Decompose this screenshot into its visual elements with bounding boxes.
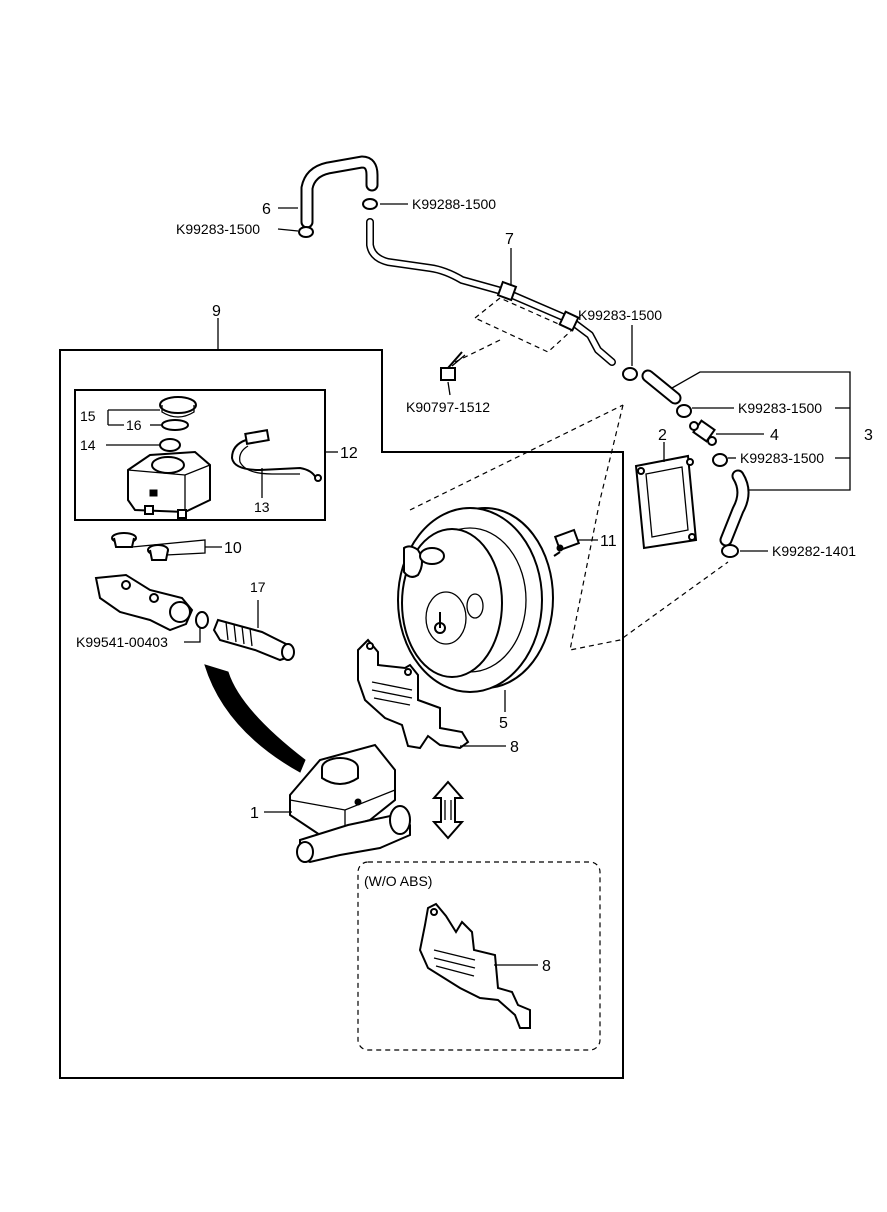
callout-6: 6 bbox=[262, 201, 271, 218]
callout-12: 12 bbox=[340, 445, 358, 462]
callout-17: 17 bbox=[250, 579, 266, 595]
callout-1: 1 bbox=[250, 805, 259, 822]
callout-10: 10 bbox=[224, 540, 242, 557]
master-cylinder-icon bbox=[289, 743, 411, 864]
variant-note: (W/O ABS) bbox=[364, 873, 432, 889]
callout-2: 2 bbox=[658, 427, 667, 444]
check-valve-icon bbox=[553, 528, 581, 557]
pipe-bracket-outline bbox=[473, 297, 574, 353]
double-arrow-icon bbox=[431, 780, 465, 840]
clamp-icon bbox=[721, 544, 739, 558]
part-number-label: K99282-1401 bbox=[772, 543, 856, 559]
wo-abs-variant-frame bbox=[357, 861, 601, 1051]
bolt-icon bbox=[440, 351, 466, 381]
master-cylinder-icon bbox=[94, 573, 295, 662]
clamp-icon bbox=[712, 453, 728, 467]
vacuum-pipe-icon bbox=[366, 218, 616, 366]
part-number-label: K99283-1500 bbox=[738, 400, 822, 416]
clamp-icon bbox=[298, 198, 378, 238]
callout-15: 15 bbox=[80, 408, 96, 424]
callout-11: 11 bbox=[600, 533, 617, 550]
brake-booster-icon bbox=[397, 507, 554, 693]
sensor-wire-icon bbox=[230, 429, 322, 482]
gasket-icon bbox=[634, 454, 698, 550]
part-number-label: K99283-1500 bbox=[740, 450, 824, 466]
callout-8-variant: 8 bbox=[542, 958, 551, 975]
booster-mount-outline bbox=[569, 404, 729, 651]
part-number-label: K99541-00403 bbox=[76, 634, 168, 650]
callout-16: 16 bbox=[126, 417, 142, 433]
leader-lines bbox=[106, 203, 851, 966]
clamp-icon bbox=[676, 404, 692, 418]
check-valve-icon bbox=[689, 419, 717, 446]
bracket-icon bbox=[357, 638, 470, 750]
callout-4: 4 bbox=[770, 427, 779, 444]
callout-8: 8 bbox=[510, 739, 519, 756]
callout-9: 9 bbox=[212, 303, 221, 320]
callout-numbers: 6 7 9 4 3 2 11 12 15 16 14 13 10 17 5 8 … bbox=[80, 201, 873, 975]
vacuum-hose-icon bbox=[300, 155, 379, 229]
callout-5: 5 bbox=[499, 715, 508, 732]
bracket-icon bbox=[418, 902, 531, 1029]
vacuum-hose-icon bbox=[641, 369, 682, 405]
callout-7: 7 bbox=[505, 231, 514, 248]
reservoir-kit-frame-12 bbox=[74, 389, 326, 521]
callout-14: 14 bbox=[80, 437, 96, 453]
assembly-direction-arrow bbox=[204, 664, 306, 773]
part-number-labels: K99288-1500 K99283-1500 K99283-1500 K907… bbox=[76, 196, 856, 889]
callout-13: 13 bbox=[254, 499, 270, 515]
part-number-label: K99283-1500 bbox=[176, 221, 260, 237]
reservoir-icon bbox=[127, 396, 211, 519]
callout-3: 3 bbox=[864, 427, 873, 444]
part-number-label: K99288-1500 bbox=[412, 196, 496, 212]
vacuum-hose-icon bbox=[719, 469, 750, 547]
clamp-icon bbox=[622, 367, 638, 381]
assembly-frame-9 bbox=[59, 349, 624, 1079]
part-number-label: K99283-1500 bbox=[578, 307, 662, 323]
part-number-label: K90797-1512 bbox=[406, 399, 490, 415]
